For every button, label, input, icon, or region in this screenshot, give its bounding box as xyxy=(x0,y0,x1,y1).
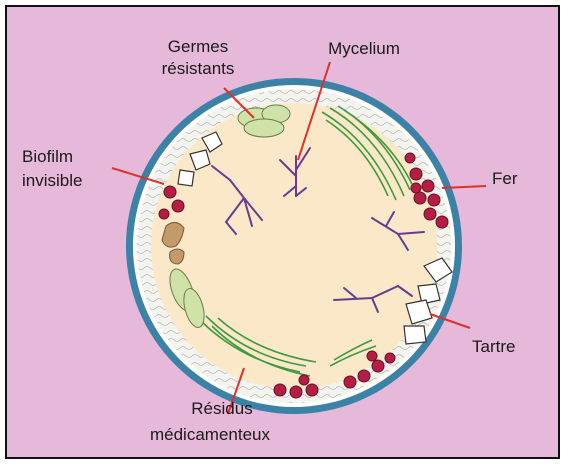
label-fer: Fer xyxy=(492,169,518,188)
label-germes-line1: Germes xyxy=(168,37,228,56)
label-mycelium: Mycelium xyxy=(328,39,400,58)
label-residus-line2: médicamenteux xyxy=(150,425,271,444)
pipe-interior xyxy=(151,103,437,389)
label-residus-line1: Résidus xyxy=(191,399,252,418)
label-tartre: Tartre xyxy=(472,337,515,356)
label-biofilm-line1: Biofilm xyxy=(22,147,73,166)
label-germes-line2: résistants xyxy=(162,59,235,78)
label-biofilm-line2: invisible xyxy=(22,171,82,190)
